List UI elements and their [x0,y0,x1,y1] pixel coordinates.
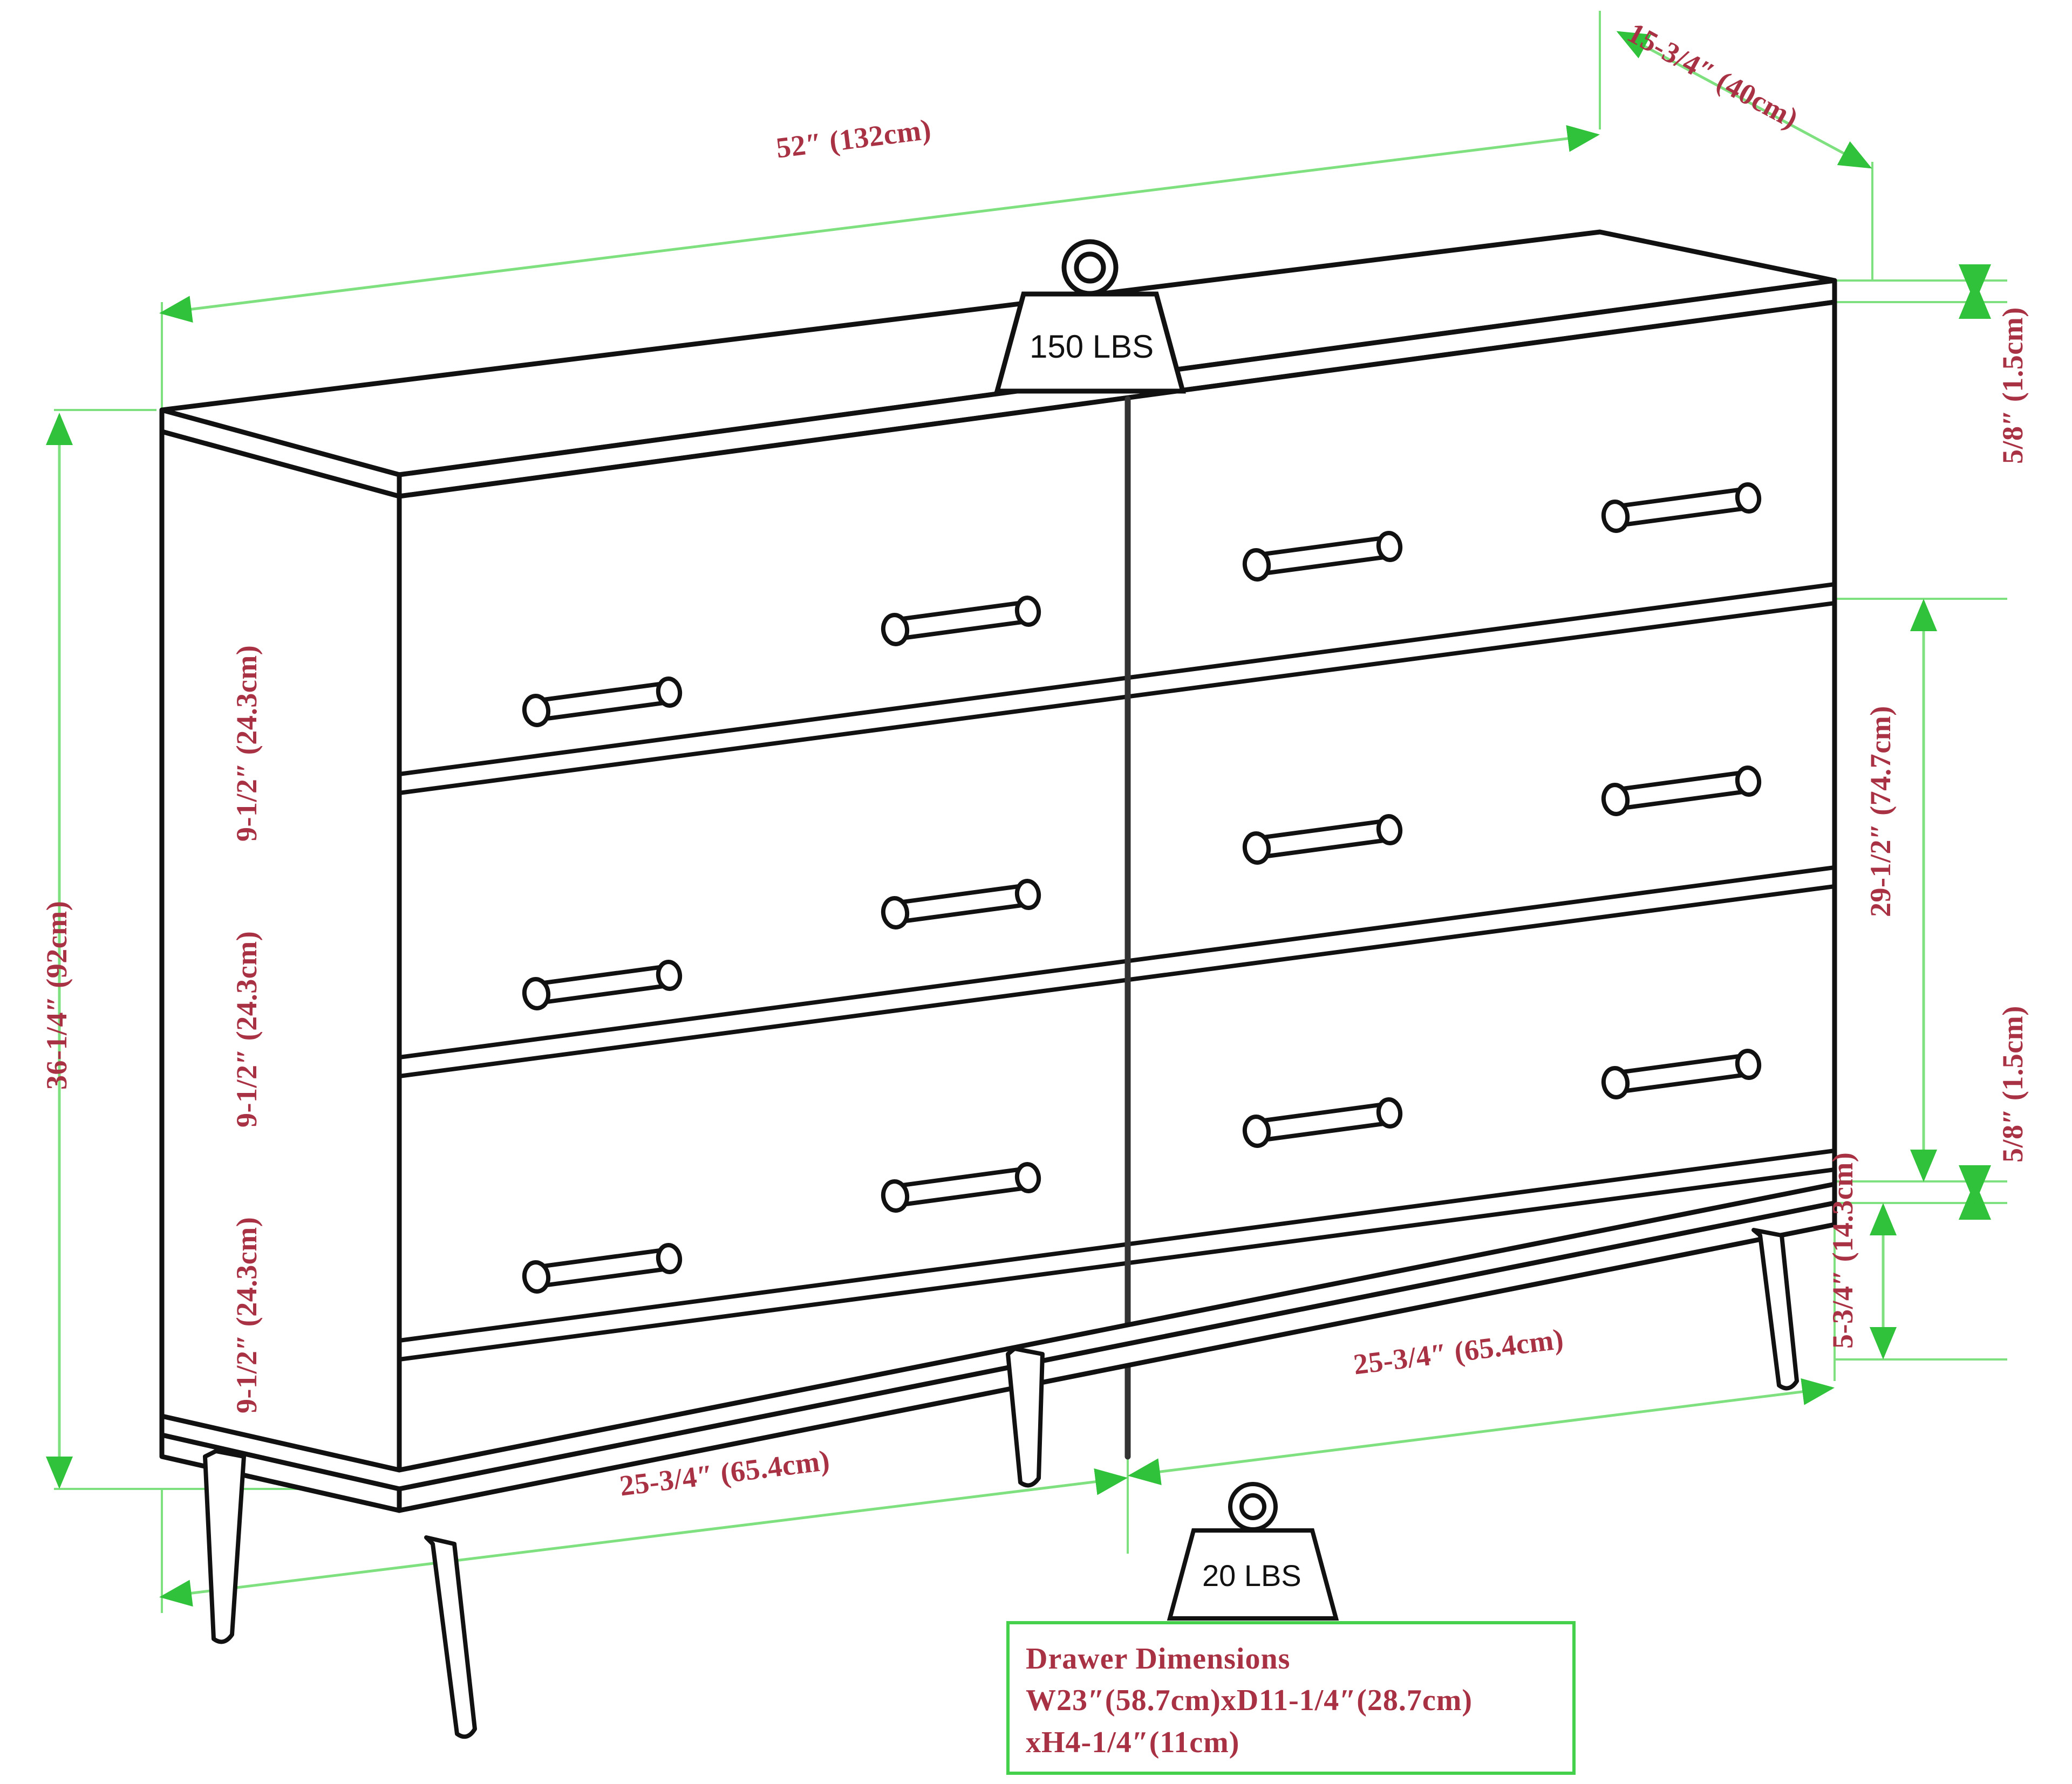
dresser-body [159,229,1837,1739]
leg-front-mid [1006,1346,1045,1488]
leg-back-left [424,1535,477,1739]
handle-r1-r-b [1601,482,1762,533]
handle-r3-r-a [1242,1097,1403,1148]
label-bottom-thickness: 5/8″ (1.5cm) [1996,1006,2029,1163]
leg-front-right [1751,1228,1799,1391]
label-drawer-height-3-inch: 9-1/2″ (24.3cm) [230,1216,263,1413]
weight-ring-inner-drawer [1239,1493,1266,1520]
legs-group [203,1228,1799,1739]
weight-icon-drawer [1167,1482,1339,1621]
weight-ring-inner-top [1074,251,1106,284]
handle-r2-r-b [1601,765,1762,816]
drawer-separators [397,582,1837,1362]
handles-group [522,482,1762,1294]
handle-r1-l-b [881,596,1041,646]
weight-body-drawer [1167,1528,1339,1621]
info-box-line-2: xH4-1/4″(11cm) [1026,1725,1240,1759]
dim-line-half-width-front [159,1468,1128,1607]
label-leg-height: 5-3/4″ (14.3cm) [1826,1152,1859,1349]
weight-body-top [994,291,1186,394]
label-drawer-weight-capacity: 20 LBS [1202,1559,1301,1592]
info-box-title: Drawer Dimensions [1026,1642,1291,1676]
dim-line-overall-depth [1616,31,1872,169]
handle-r3-r-b [1601,1049,1762,1099]
left-side-panel [159,429,402,1492]
label-drawer-stack-height: 29-1/2″ (74.7cm) [1864,706,1897,917]
handle-r1-l-a [522,676,683,727]
bottom-panel-front-edge [397,1200,1837,1513]
handle-r1-r-a [1242,531,1403,582]
label-top-thickness: 5/8″ (1.5cm) [1996,307,2029,464]
dim-line-overall-width [159,125,1600,323]
label-drawer-height-1: 9-1/2″ (24.3cm) [230,645,263,842]
label-drawer-height-2: 9-1/2″ (24.3cm) [230,931,263,1127]
leg-front-left [203,1449,246,1644]
label-drawer-height-1-inch: 9-1/2″ (24.3cm) [230,645,263,842]
dim-line-half-width-right [1128,1378,1835,1486]
handle-r3-l-a [522,1243,683,1294]
label-drawer-height-2-inch: 9-1/2″ (24.3cm) [230,931,263,1127]
weight-icon-top [994,239,1186,394]
handle-r2-l-a [522,960,683,1010]
handle-r3-l-b [881,1162,1041,1213]
label-top-weight-capacity: 150 LBS [1030,329,1154,365]
handle-r2-r-a [1242,814,1403,865]
label-overall-height: 36-1/4″ (92cm) [40,900,73,1090]
label-drawer-height-3: 9-1/2″ (24.3cm) [230,1216,263,1413]
drawer-dimensions-info-box: Drawer Dimensions W23″(58.7cm)xD11-1/4″(… [1006,1621,1576,1775]
info-box-line-1: W23″(58.7cm)xD11-1/4″(28.7cm) [1026,1684,1473,1718]
handle-r2-l-b [881,879,1041,929]
